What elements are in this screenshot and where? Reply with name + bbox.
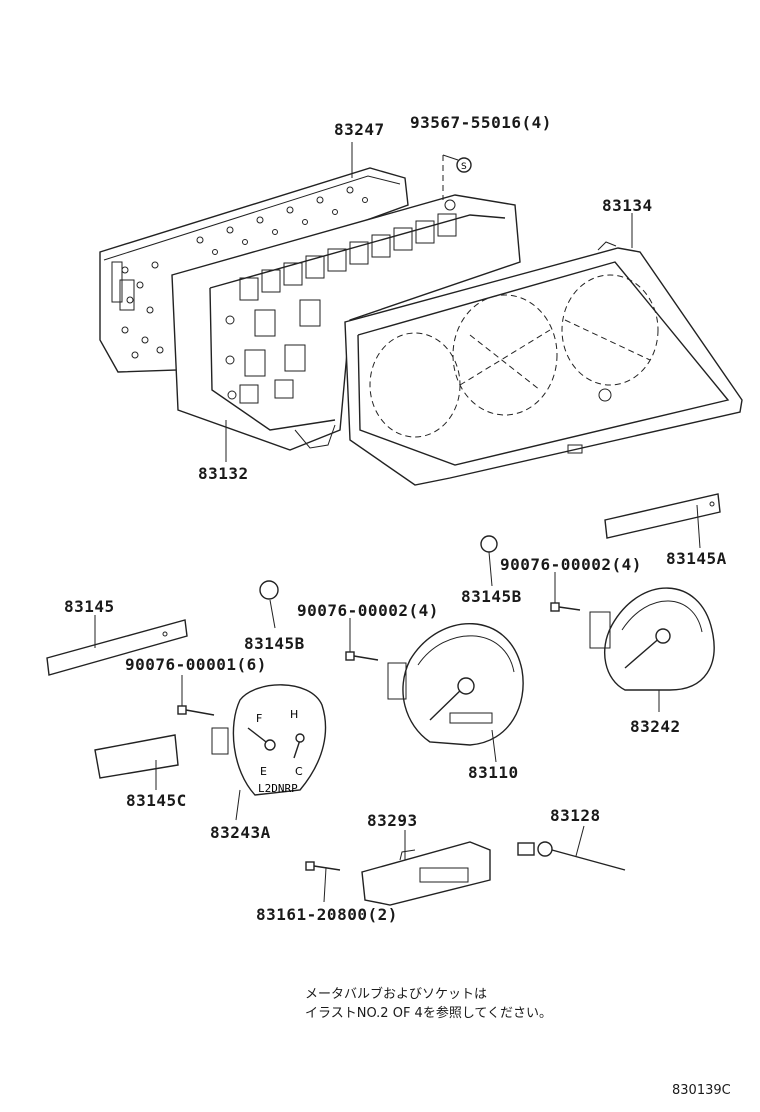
svg-text:S: S — [461, 162, 467, 172]
bulb-83145B-right[interactable] — [480, 535, 498, 553]
label-90076-00001: 90076-00001(6) — [125, 655, 267, 674]
speedometer-83110[interactable] — [387, 623, 524, 746]
label-83134: 83134 — [602, 196, 653, 215]
screw-90076-00002-mid[interactable] — [345, 651, 379, 661]
reference-note-line1: メータバルブおよびソケットは — [305, 987, 488, 1002]
label-83132: 83132 — [198, 464, 249, 483]
temp-cold-mark: C — [295, 765, 303, 778]
temp-hot-mark: H — [290, 708, 298, 721]
label-90076-00002-mid: 90076-00002(4) — [297, 601, 439, 620]
label-83145B-right: 83145B — [461, 587, 522, 606]
trip-meter-knob-83128[interactable] — [517, 841, 626, 871]
label-83242: 83242 — [630, 717, 681, 736]
plate-83145[interactable] — [46, 619, 188, 676]
tachometer-83242[interactable] — [589, 587, 715, 691]
label-83293: 83293 — [367, 811, 418, 830]
screw-90076-00001[interactable] — [177, 705, 215, 716]
label-83128: 83128 — [550, 806, 601, 825]
label-83145B-left: 83145B — [244, 634, 305, 653]
diagram-code: 830139C — [672, 1083, 731, 1098]
label-83110: 83110 — [468, 763, 519, 782]
label-83145A: 83145A — [666, 549, 727, 568]
label-90076-00002-right: 90076-00002(4) — [500, 555, 642, 574]
plate-83145A[interactable] — [604, 493, 721, 539]
reference-note: メータバルブおよびソケットは イラストNO.2 OF 4を参照してください。 — [305, 985, 552, 1023]
label-83145: 83145 — [64, 597, 115, 616]
reference-note-line2: イラストNO.2 OF 4を参照してください。 — [305, 1006, 553, 1021]
fuel-empty-mark: E — [260, 765, 267, 778]
bulb-83145B-left[interactable] — [259, 580, 279, 600]
label-93567-55016: 93567-55016(4) — [410, 113, 552, 132]
odometer-83293[interactable] — [361, 841, 491, 906]
screw-83161[interactable] — [305, 861, 341, 871]
label-83161-20800: 83161-20800(2) — [256, 905, 398, 924]
fuel-temp-gauge-83243A[interactable]: F E H C L2DNRP — [211, 684, 327, 796]
fuel-full-mark: F — [256, 712, 262, 725]
gear-indicator-text: L2DNRP — [258, 782, 298, 795]
screw-90076-00002-right[interactable] — [550, 602, 581, 612]
screw-93567[interactable]: S — [456, 157, 472, 173]
plate-83145C[interactable] — [94, 734, 179, 779]
label-83145C: 83145C — [126, 791, 187, 810]
meter-glass-cover[interactable] — [344, 241, 743, 486]
label-83247: 83247 — [334, 120, 385, 139]
label-83243A: 83243A — [210, 823, 271, 842]
